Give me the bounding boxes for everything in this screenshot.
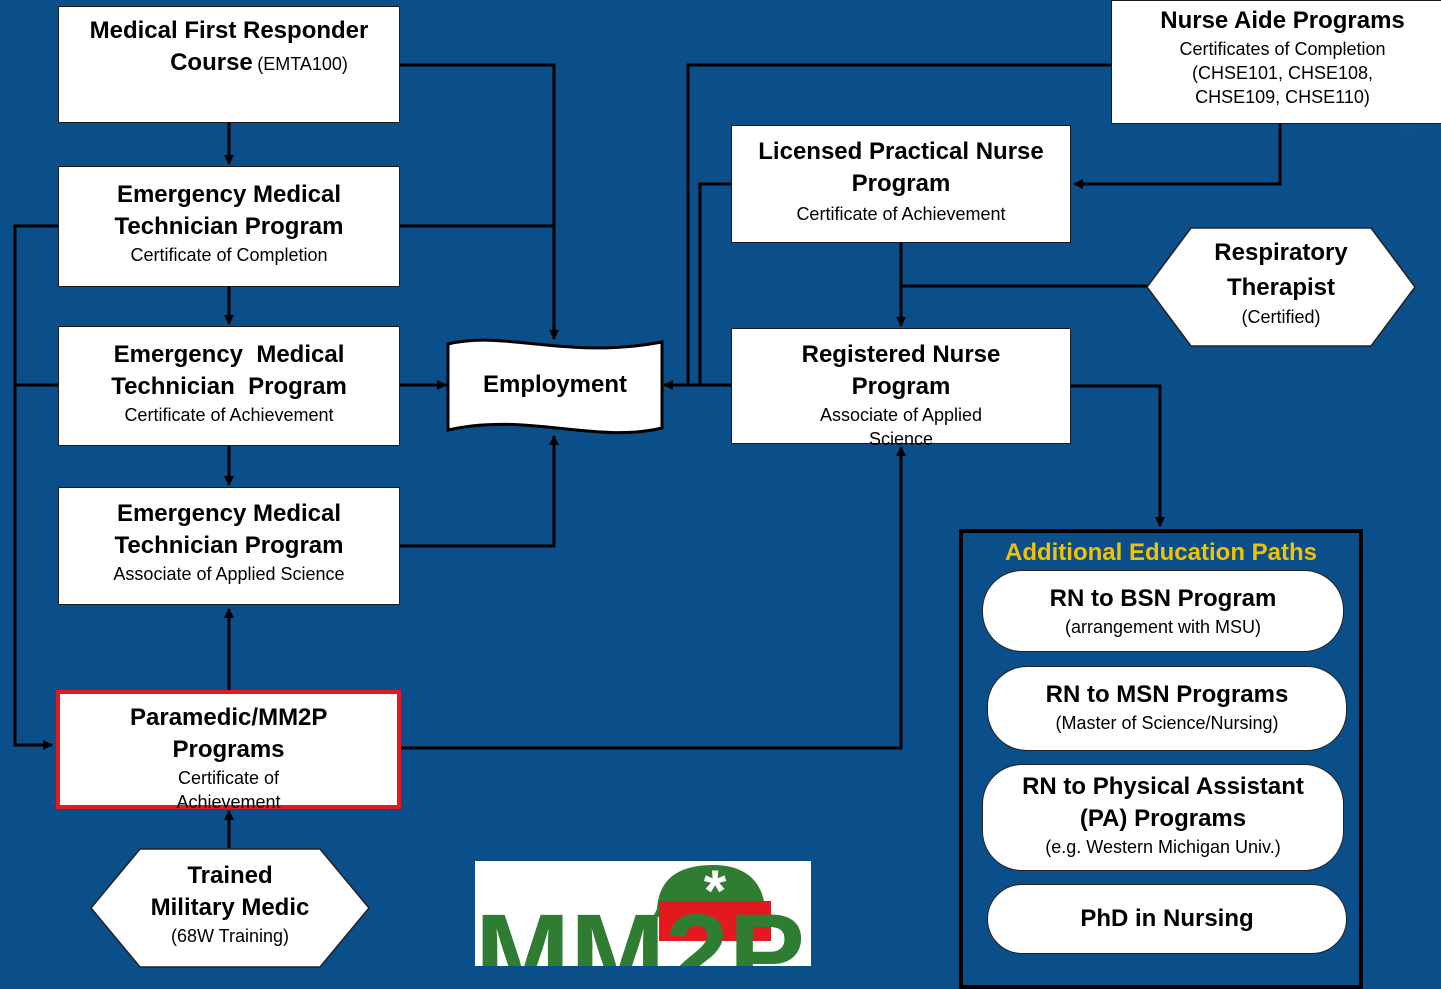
- rn-pa-pill: RN to Physical Assistant (PA) Programs (…: [982, 764, 1344, 871]
- emt-completion-box: Emergency Medical Technician Program Cer…: [58, 166, 400, 287]
- paramedic-box: Paramedic/MM2P Programs Certificate of A…: [56, 690, 401, 812]
- lpn-subtitle: Certificate of Achievement: [796, 204, 1006, 224]
- rn-pa-title: RN to Physical Assistant (PA) Programs: [1022, 773, 1304, 832]
- military-title-b: Military Medic: [150, 894, 310, 921]
- phd-pill: PhD in Nursing: [987, 884, 1347, 954]
- rn-title: Registered Nurse Program: [801, 341, 1001, 400]
- paramedic-title: Paramedic/MM2P Programs: [130, 704, 328, 763]
- mfr-code: (EMTA100): [257, 54, 348, 74]
- emt-completion-subtitle: Certificate of Completion: [130, 245, 328, 265]
- connector-lines: [13, 63, 1282, 848]
- nurse-aide-line2: (CHSE101, CHSE108,: [1191, 63, 1374, 83]
- emt-achievement-box: Emergency Medical Technician Program Cer…: [58, 326, 400, 446]
- emt-achievement-subtitle: Certificate of Achievement: [124, 405, 334, 425]
- logo-text: MM2P: [475, 892, 805, 966]
- lpn-title: Licensed Practical Nurse Program: [758, 138, 1044, 197]
- rn-msn-pill: RN to MSN Programs (Master of Science/Nu…: [987, 666, 1347, 751]
- paramedic-subtitle: Certificate of Achievement: [176, 768, 281, 812]
- mm2p-logo: * MM2P: [475, 861, 811, 966]
- rn-pa-subtitle: (e.g. Western Michigan Univ.): [1045, 837, 1281, 857]
- respiratory-subtitle: (Certified): [1241, 307, 1321, 327]
- emt-achievement-title-b: Technician Program: [111, 373, 347, 400]
- rn-bsn-title: RN to BSN Program: [1049, 585, 1277, 612]
- nurse-aide-box: Nurse Aide Programs Certificates of Comp…: [1111, 0, 1441, 124]
- nurse-aide-line3: CHSE109, CHSE110): [1195, 87, 1370, 107]
- rn-box: Registered Nurse Program Associate of Ap…: [731, 328, 1071, 449]
- mfr-course-box: Medical First Responder Course (EMTA100): [58, 6, 400, 123]
- respiratory-title-b: Therapist: [1226, 274, 1336, 301]
- rn-bsn-pill: RN to BSN Program (arrangement with MSU): [982, 570, 1344, 652]
- additional-education-title: Additional Education Paths: [1004, 539, 1317, 566]
- military-subtitle: (68W Training): [170, 926, 290, 946]
- military-medic-hexagon: Trained Military Medic (68W Training): [90, 848, 370, 968]
- military-title-a: Trained: [187, 862, 273, 889]
- employment-label: Employment: [482, 371, 628, 398]
- mfr-title: Medical First Responder: [89, 17, 369, 44]
- respiratory-title-a: Respiratory: [1214, 239, 1348, 266]
- phd-title: PhD in Nursing: [1080, 905, 1254, 932]
- emt-aas-title: Emergency Medical Technician Program: [114, 500, 344, 559]
- rn-msn-subtitle: (Master of Science/Nursing): [1055, 713, 1279, 733]
- rn-msn-title: RN to MSN Programs: [1045, 681, 1289, 708]
- rn-bsn-subtitle: (arrangement with MSU): [1064, 617, 1262, 637]
- employment-node: Employment: [446, 336, 664, 436]
- emt-achievement-title-a: Emergency Medical: [113, 341, 345, 368]
- emt-completion-title: Emergency Medical Technician Program: [114, 181, 344, 240]
- rn-subtitle: Associate of Applied Science: [819, 405, 983, 449]
- additional-education-panel: Additional Education Paths RN to BSN Pro…: [959, 529, 1363, 989]
- emt-aas-box: Emergency Medical Technician Program Ass…: [58, 487, 400, 605]
- nurse-aide-title: Nurse Aide Programs: [1160, 7, 1405, 34]
- respiratory-therapist-hexagon: Respiratory Therapist (Certified): [1146, 227, 1416, 347]
- lpn-box: Licensed Practical Nurse Program Certifi…: [731, 125, 1071, 243]
- mfr-course-word: Course: [170, 49, 253, 76]
- emt-aas-subtitle: Associate of Applied Science: [113, 564, 345, 584]
- nurse-aide-line1: Certificates of Completion: [1179, 39, 1386, 59]
